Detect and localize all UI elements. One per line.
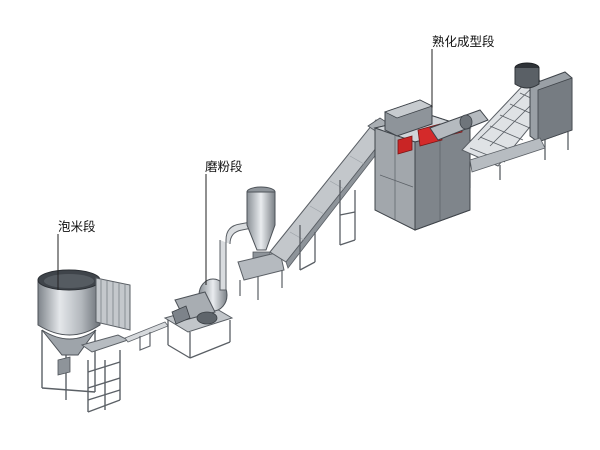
forming-section [375, 63, 572, 230]
inclined-conveyor [270, 118, 392, 270]
milling-stage-label: 磨粉段 [205, 160, 243, 174]
milling-section [165, 187, 284, 358]
soaking-section [38, 270, 168, 412]
soaking-stage-label: 泡米段 [58, 220, 96, 234]
forming-stage-label: 熟化成型段 [432, 35, 495, 49]
